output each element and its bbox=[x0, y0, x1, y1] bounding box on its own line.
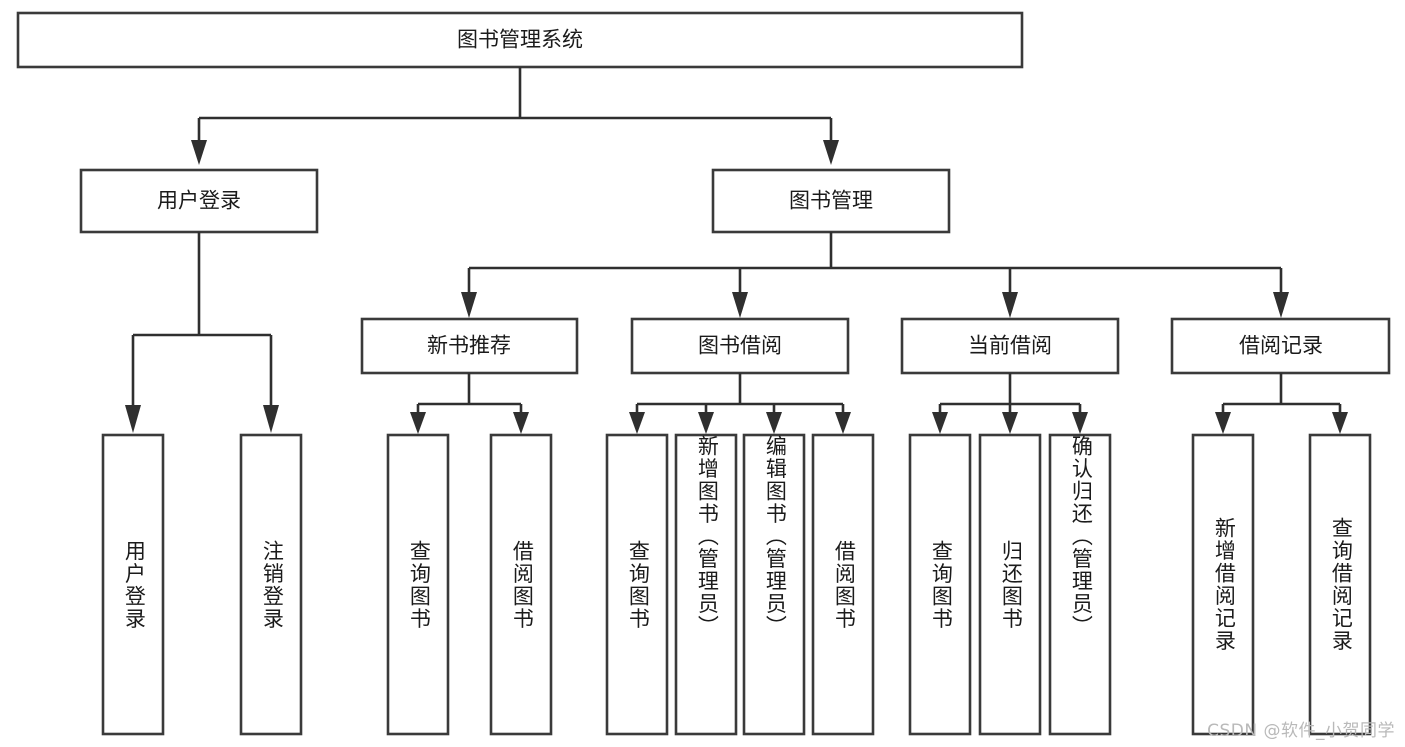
node-current-borrow[interactable]: 当前借阅 bbox=[900, 317, 1120, 375]
borrow-record-label: 借阅记录 bbox=[1239, 335, 1323, 358]
node-user-login[interactable]: 用户登录 bbox=[79, 168, 319, 234]
root-box[interactable] bbox=[16, 11, 1024, 69]
connector-borrow-record-bus bbox=[1215, 373, 1348, 434]
arrow-to-new-book bbox=[461, 292, 477, 318]
leaf-box-user-login-1[interactable] bbox=[239, 433, 303, 736]
new-book-box[interactable] bbox=[360, 317, 579, 375]
leaf-box-current-borrow-0[interactable] bbox=[908, 433, 972, 736]
user-login-box[interactable] bbox=[79, 168, 319, 234]
leaf-box-book-borrow-3[interactable] bbox=[811, 433, 875, 736]
connector-book-borrow-bus bbox=[629, 373, 851, 434]
node-book-manage[interactable]: 图书管理 bbox=[711, 168, 951, 234]
book-manage-label: 图书管理 bbox=[789, 190, 873, 213]
leaf-box-book-borrow-0[interactable] bbox=[605, 433, 669, 736]
leaf-box-current-borrow-1[interactable] bbox=[978, 433, 1042, 736]
leaf-box-new-book-1[interactable] bbox=[489, 433, 553, 736]
arrow-to-login-leaf-2 bbox=[263, 405, 279, 433]
arrow-to-borrow-record bbox=[1273, 292, 1289, 318]
root-label: 图书管理系统 bbox=[457, 29, 583, 52]
leaf-box-book-borrow-2[interactable] bbox=[742, 433, 806, 736]
leaf-box-borrow-record-0[interactable] bbox=[1191, 433, 1255, 736]
arrow-to-current-borrow bbox=[1002, 292, 1018, 318]
arrow-to-user-login bbox=[191, 140, 207, 165]
leaf-box-new-book-0[interactable] bbox=[386, 433, 450, 736]
connector-root-bus bbox=[191, 67, 839, 165]
current-borrow-box[interactable] bbox=[900, 317, 1120, 375]
book-borrow-label: 图书借阅 bbox=[698, 335, 782, 358]
node-borrow-record[interactable]: 借阅记录 bbox=[1170, 317, 1391, 375]
node-new-book[interactable]: 新书推荐 bbox=[360, 317, 579, 375]
arrow-to-book-manage bbox=[823, 140, 839, 165]
connector-user-login-bus bbox=[125, 232, 279, 433]
csdn-watermark: CSDN @软件_小贺同学 bbox=[1207, 721, 1395, 741]
new-book-label: 新书推荐 bbox=[427, 335, 511, 358]
connector-new-book-bus bbox=[410, 373, 529, 434]
connector-book-manage-bus bbox=[461, 232, 1289, 318]
arrow-to-login-leaf-1 bbox=[125, 405, 141, 433]
node-book-borrow[interactable]: 图书借阅 bbox=[630, 317, 850, 375]
connector-current-borrow-bus bbox=[932, 373, 1088, 434]
arrow-to-book-borrow bbox=[732, 292, 748, 318]
leaf-box-book-borrow-1[interactable] bbox=[674, 433, 738, 736]
leaf-box-borrow-record-1[interactable] bbox=[1308, 433, 1372, 736]
current-borrow-label: 当前借阅 bbox=[968, 335, 1052, 358]
user-login-label: 用户登录 bbox=[157, 190, 241, 213]
node-root[interactable]: 图书管理系统 bbox=[16, 11, 1024, 69]
leaf-box-user-login-0[interactable] bbox=[101, 433, 165, 736]
leaf-box-current-borrow-2[interactable] bbox=[1048, 433, 1112, 736]
